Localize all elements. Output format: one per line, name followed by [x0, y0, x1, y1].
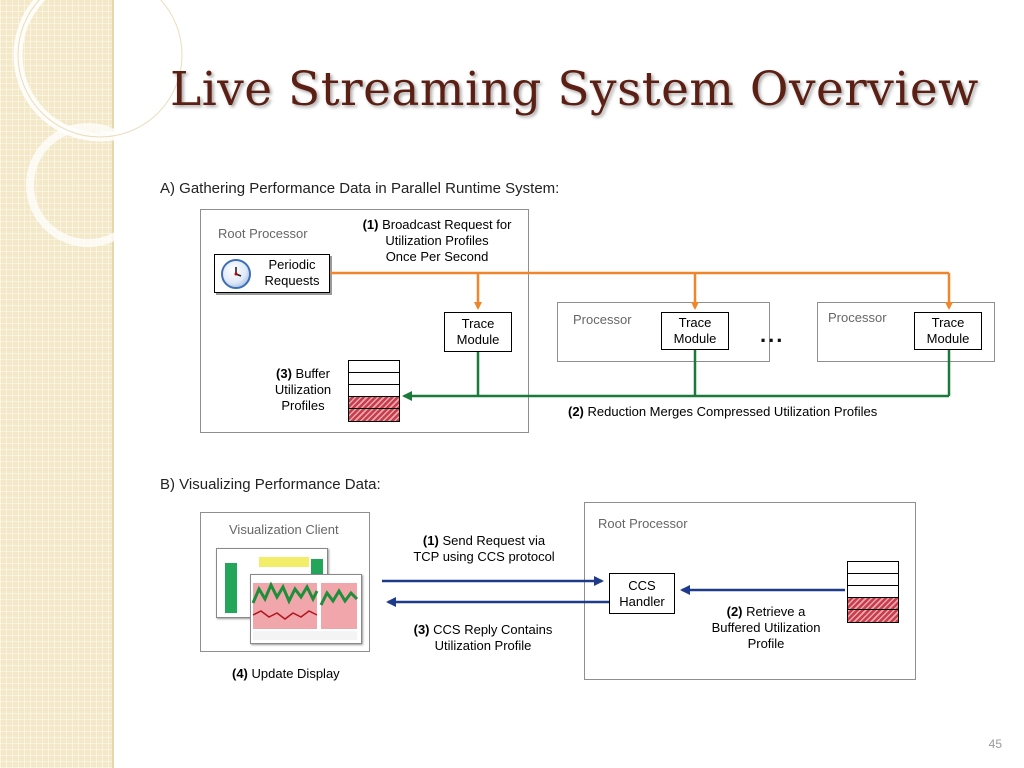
- step2-retrieve-note: (2) Retrieve a Buffered Utilization Prof…: [706, 604, 826, 652]
- visualization-screens: [216, 548, 362, 644]
- page-number: 45: [988, 737, 1002, 751]
- root-processor-label-a: Root Processor: [218, 226, 308, 241]
- step2b-line3: Profile: [747, 636, 785, 651]
- trace-module-line1: Trace: [461, 316, 495, 331]
- periodic-requests-line1: Periodic: [268, 257, 316, 272]
- screen-front: [250, 574, 362, 644]
- trace-module-line2: Module: [456, 332, 500, 347]
- decorative-stripe-edge: [112, 0, 114, 768]
- clock-icon: [221, 259, 251, 289]
- step1b-line2: TCP using CCS protocol: [413, 549, 555, 564]
- step3b-line2: Utilization Profile: [434, 638, 532, 653]
- step1-bold: (1): [362, 217, 379, 232]
- step4-update-note: (4) Update Display: [232, 666, 340, 682]
- step3-line3: Profiles: [281, 398, 325, 413]
- step3-bold: (3): [276, 366, 292, 381]
- trace-module-line1: Trace: [678, 315, 712, 330]
- trace-module-line2: Module: [926, 331, 970, 346]
- ccs-handler-line2: Handler: [619, 593, 665, 609]
- broadcast-arrows: [330, 271, 953, 310]
- more-processors-ellipsis: ...: [760, 322, 785, 347]
- step3-reply-note: (3) CCS Reply Contains Utilization Profi…: [402, 622, 564, 654]
- step1-line1: Broadcast Request for: [382, 217, 512, 232]
- step3-buffer-note: (3) Buffer Utilization Profiles: [262, 366, 344, 414]
- step2-reduction-note: (2) Reduction Merges Compressed Utilizat…: [568, 404, 928, 420]
- utilization-buffer-b: [847, 561, 899, 623]
- step1b-line1: Send Request via: [442, 533, 546, 548]
- root-processor-label-b: Root Processor: [598, 516, 688, 531]
- step2-text: Reduction Merges Compressed Utilization …: [587, 404, 878, 419]
- step2b-line1: Retrieve a: [746, 604, 806, 619]
- periodic-requests-box: Periodic Requests: [214, 254, 330, 293]
- step1-line3: Once Per Second: [385, 249, 489, 264]
- step1b-bold: (1): [422, 533, 439, 548]
- step3b-bold: (3): [413, 622, 430, 637]
- step4-bold: (4): [232, 666, 248, 681]
- section-b-label: B) Visualizing Performance Data:: [160, 476, 381, 493]
- step1-line2: Utilization Profiles: [385, 233, 489, 248]
- processor-label-1: Processor: [573, 312, 632, 327]
- step2-bold: (2): [568, 404, 584, 419]
- visualization-client-label: Visualization Client: [229, 522, 339, 537]
- periodic-requests-line2: Requests: [264, 273, 320, 288]
- step3-line1: Buffer: [295, 366, 330, 381]
- step2b-bold: (2): [726, 604, 743, 619]
- trace-module-line2: Module: [673, 331, 717, 346]
- step3-line2: Utilization: [274, 382, 332, 397]
- step1-send-note: (1) Send Request via TCP using CCS proto…: [398, 533, 570, 565]
- trace-module-line1: Trace: [931, 315, 965, 330]
- step1-broadcast-note: (1) Broadcast Request for Utilization Pr…: [348, 217, 526, 265]
- decorative-circles: [13, 0, 187, 247]
- ccs-handler-line1: CCS: [628, 577, 656, 593]
- step4-text: Update Display: [251, 666, 340, 681]
- utilization-buffer-a: [348, 360, 400, 422]
- section-a-label: A) Gathering Performance Data in Paralle…: [160, 180, 560, 197]
- ccs-arrows: [382, 576, 845, 607]
- step2b-line2: Buffered Utilization: [711, 620, 821, 635]
- processor-label-2: Processor: [828, 310, 887, 325]
- reduction-arrows: [402, 350, 951, 401]
- step3b-line1: CCS Reply Contains: [433, 622, 553, 637]
- slide-title: Live Streaming System Overview: [170, 62, 979, 117]
